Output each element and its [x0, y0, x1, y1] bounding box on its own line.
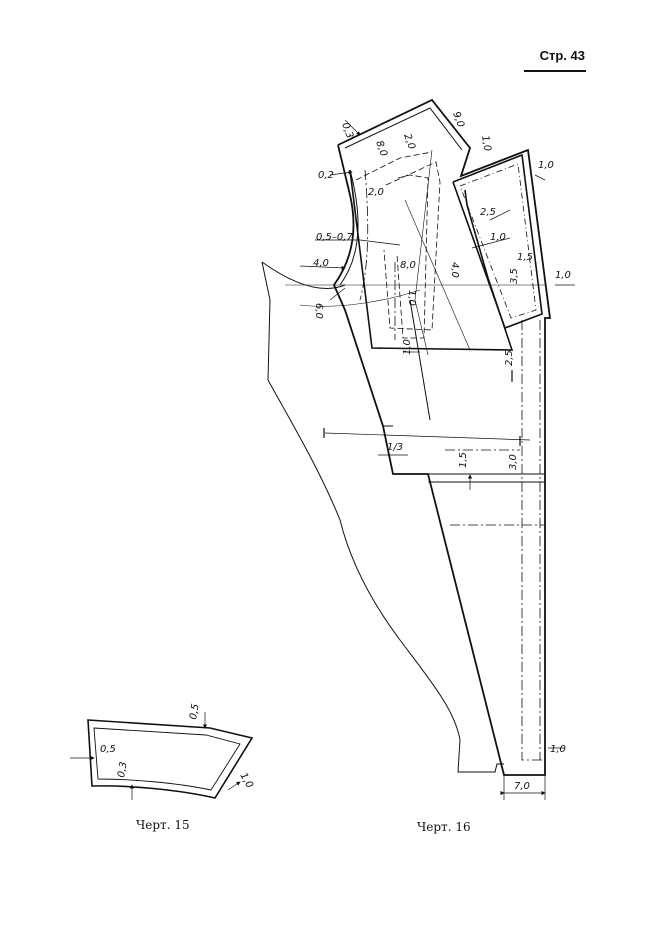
fig16-dim-5: 0,5–0,7 [316, 232, 353, 243]
fig15-outer-contour [87, 719, 254, 799]
fig16-dim-3: 2,0 [401, 132, 417, 151]
fig15-drawing [70, 712, 254, 800]
fig16-dim-8: 8,0 [400, 260, 416, 271]
fig15-dim-1: 0,5 [188, 703, 202, 721]
header-rule [524, 70, 586, 72]
fig16-dim-11: 1,0 [402, 339, 413, 355]
fig16-dim-22: 1,5 [458, 452, 469, 468]
fig16-dim-23: 3,0 [508, 454, 519, 470]
fig16-dim-0: 0,3 [339, 121, 355, 140]
fig16-drawing [261, 98, 575, 800]
fig16-dim-21: 1/3 [387, 442, 403, 453]
figure-15-caption: Черт. 15 [136, 818, 190, 832]
fig16-right-panel-inner [459, 163, 537, 319]
fig16-dim-12: 9,0 [450, 110, 466, 129]
fig16-guide-lines [285, 149, 545, 356]
fig16-body-outline [261, 261, 504, 773]
fig16-dim-6: 4,0 [313, 258, 329, 269]
fig16-main-contour [332, 98, 552, 776]
fig16-dim-9: 1,0 [406, 290, 417, 306]
fig16-dimension-labels: 0,3 8,0 0,2 2,0 2,0 0,5–0,7 4,0 6,0 8,0 … [313, 110, 571, 792]
fig15-dim-0: 0,5 [100, 744, 116, 755]
fig16-dim-25: 7,0 [514, 781, 530, 792]
fig16-dim-15: 2,5 [480, 207, 496, 218]
fig15-dim-2: 0,3 [116, 761, 130, 779]
fig16-dim-16: 1,0 [490, 232, 506, 243]
fig16-right-panel [452, 153, 543, 330]
fig16-horizontal-line [324, 432, 531, 441]
fig16-dim-20: 2,5 [504, 350, 515, 366]
fig16-dim-10: 4,0 [449, 262, 460, 278]
fig16-dim-1: 8,0 [373, 139, 389, 158]
fig16-dashed-collar [355, 151, 441, 331]
fig16-dim-14: 1,0 [538, 160, 554, 171]
fig16-dim-7: 6,0 [313, 303, 324, 319]
fig16-dim-17: 1,5 [517, 252, 533, 263]
fig16-dashed-pocket [396, 174, 429, 339]
fig16-seam-lines [383, 299, 545, 483]
fig16-dim-19: 1,0 [555, 270, 571, 281]
fig16-dim-2: 0,2 [318, 170, 334, 181]
page-number: Стр. 43 [539, 48, 585, 63]
fig15-dim-3: 1,0 [237, 771, 254, 790]
fig16-dim-18: 3,5 [509, 268, 520, 284]
fig16-vertical-ticks [323, 370, 521, 446]
figure-16-caption: Черт. 16 [417, 820, 471, 834]
fig16-dim-4: 2,0 [368, 187, 384, 198]
fig15-dimension-labels: 0,5 0,5 0,3 1,0 [100, 703, 255, 790]
fig16-dim-13: 1,0 [479, 135, 493, 153]
fig16-dim-24: 1,0 [550, 744, 566, 755]
fig15-inner-contour [93, 727, 241, 791]
